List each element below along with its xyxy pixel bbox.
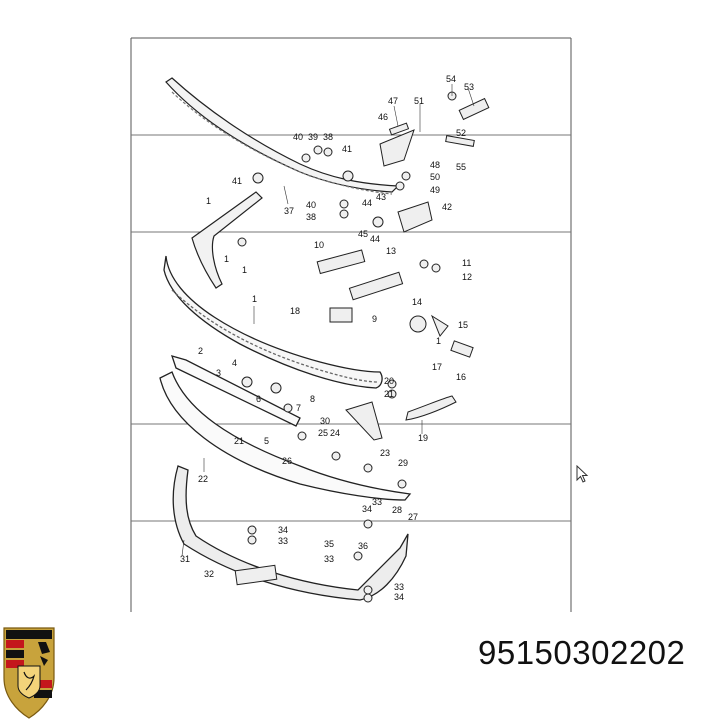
callout-46: 46 [378, 112, 388, 122]
callout-33b: 33 [278, 536, 288, 546]
lower-bumper-shell [159, 355, 412, 501]
callout-54: 54 [446, 74, 456, 84]
callout-27: 27 [408, 512, 418, 522]
callout-18: 18 [290, 306, 300, 316]
callout-10: 10 [314, 240, 324, 250]
callout-35: 35 [324, 539, 334, 549]
callout-24: 24 [330, 428, 340, 438]
callout-21b: 21 [234, 436, 244, 446]
callout-51: 51 [414, 96, 424, 106]
callout-29: 29 [398, 458, 408, 468]
callout-12: 12 [462, 272, 472, 282]
callout-48: 48 [430, 160, 440, 170]
callout-22: 22 [198, 474, 208, 484]
callout-45: 45 [358, 229, 368, 239]
callout-16: 16 [456, 372, 466, 382]
left-end-trim [191, 191, 263, 289]
callout-1-lower: 1 [436, 336, 441, 346]
callout-6: 6 [256, 394, 261, 404]
callout-37: 37 [284, 206, 294, 216]
callout-44: 44 [362, 198, 372, 208]
diagram-frame [130, 37, 572, 612]
callout-25: 25 [318, 428, 328, 438]
callout-49: 49 [430, 185, 440, 195]
callout-23: 23 [380, 448, 390, 458]
callout-41b: 41 [232, 176, 242, 186]
callout-42: 42 [442, 202, 452, 212]
callout-33a: 33 [372, 497, 382, 507]
callout-38b: 38 [306, 212, 316, 222]
callout-15: 15 [458, 320, 468, 330]
callout-38: 38 [323, 132, 333, 142]
callout-34b: 34 [278, 525, 288, 535]
callout-5: 5 [264, 436, 269, 446]
main-bumper [163, 255, 383, 389]
callout-34c: 34 [394, 592, 404, 602]
callout-7: 7 [296, 403, 301, 413]
part-number: 95150302202 [478, 634, 686, 671]
callout-28: 28 [392, 505, 402, 515]
callout-40b: 40 [306, 200, 316, 210]
callout-50: 50 [430, 172, 440, 182]
callout-31: 31 [180, 554, 190, 564]
callout-11: 11 [462, 258, 471, 268]
leader-lines [181, 84, 475, 557]
callout-33d: 33 [394, 582, 404, 592]
callout-1-top: 1 [206, 196, 211, 206]
callout-1-mid: 1 [224, 254, 229, 264]
mouse-pointer-icon [576, 465, 589, 483]
porsche-crest-logo [3, 627, 55, 719]
callout-55: 55 [456, 162, 466, 172]
callout-26: 26 [282, 456, 292, 466]
callout-43: 43 [376, 192, 386, 202]
callout-13: 13 [386, 246, 396, 256]
callout-2: 2 [198, 346, 203, 356]
callout-1-side: 1 [242, 265, 247, 275]
callout-32: 32 [204, 569, 214, 579]
callout-44b: 44 [370, 234, 380, 244]
callout-8: 8 [310, 394, 315, 404]
callout-21: 21 [384, 389, 394, 399]
callout-19: 19 [418, 433, 428, 443]
callout-47: 47 [388, 96, 398, 106]
callout-52: 52 [456, 128, 466, 138]
callout-3: 3 [216, 368, 221, 378]
callout-20: 20 [384, 376, 394, 386]
callout-34a: 34 [362, 504, 372, 514]
callout-33c: 33 [324, 554, 334, 564]
callout-30: 30 [320, 416, 330, 426]
callout-36: 36 [358, 541, 368, 551]
lower-spoiler-strip [172, 465, 409, 601]
callout-labels: 54 53 47 51 46 52 55 40 39 38 41 48 50 4… [180, 74, 474, 602]
callout-41: 41 [342, 144, 352, 154]
small-hardware-parts [234, 91, 490, 603]
callout-14: 14 [412, 297, 422, 307]
upper-trim-strip [165, 77, 400, 195]
callout-17: 17 [432, 362, 442, 372]
callout-9: 9 [372, 314, 377, 324]
callout-4: 4 [232, 358, 237, 368]
callout-1-main: 1 [252, 294, 257, 304]
callout-53: 53 [464, 82, 474, 92]
callout-40: 40 [293, 132, 303, 142]
callout-39: 39 [308, 132, 318, 142]
